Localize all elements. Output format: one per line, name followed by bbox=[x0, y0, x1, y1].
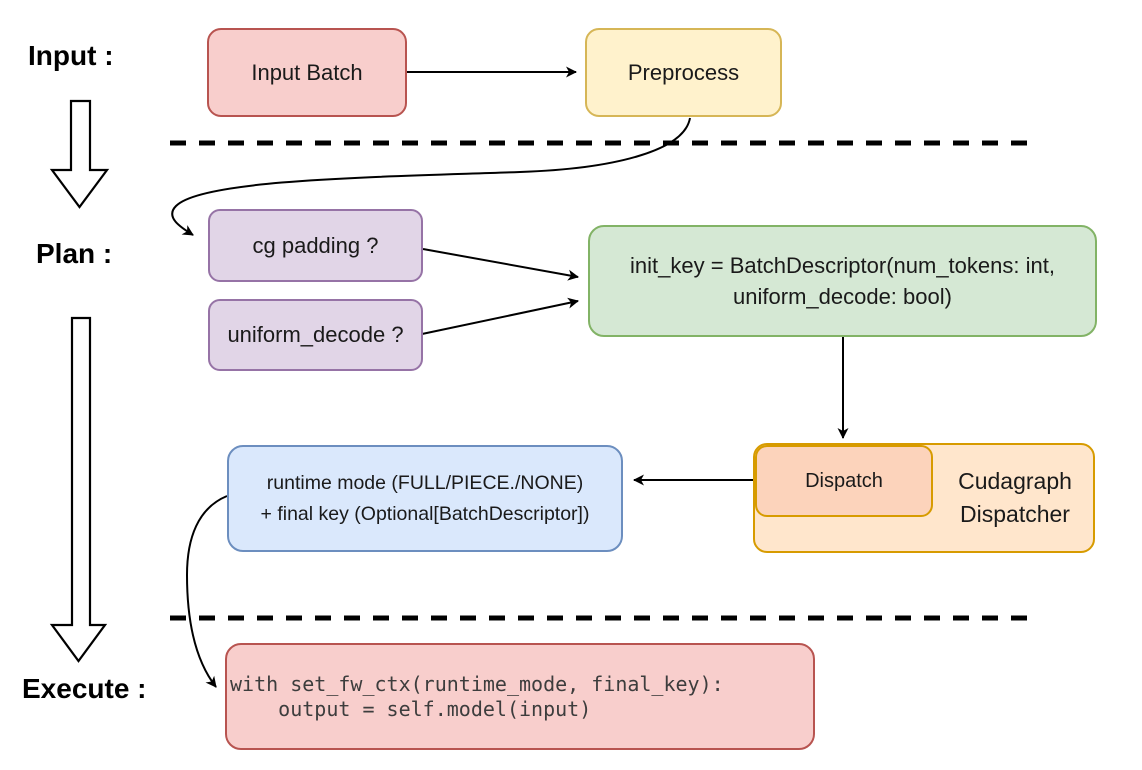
node-cudagraph-dispatcher-line1: Cudagraph bbox=[958, 468, 1072, 494]
node-dispatch: Dispatch bbox=[755, 445, 933, 517]
node-init-key-line2: uniform_decode: bool) bbox=[733, 284, 952, 309]
connector-cg-padding-to-init-key bbox=[422, 248, 579, 281]
stage-arrow-input-to-plan-icon bbox=[49, 99, 110, 209]
node-cudagraph-dispatcher-label: Cudagraph Dispatcher bbox=[933, 443, 1097, 553]
node-execute-code-line1: with set_fw_ctx(runtime_mode, final_key)… bbox=[230, 671, 724, 696]
stage-arrow-plan-to-execute-icon bbox=[49, 316, 108, 663]
node-uniform-decode-label: uniform_decode ? bbox=[227, 322, 404, 348]
node-cudagraph-dispatcher-line2: Dispatcher bbox=[960, 501, 1070, 527]
node-input-batch: Input Batch bbox=[207, 28, 407, 117]
node-dispatch-label: Dispatch bbox=[805, 469, 883, 492]
node-execute-code: with set_fw_ctx(runtime_mode, final_key)… bbox=[225, 643, 815, 750]
node-init-key: init_key = BatchDescriptor(num_tokens: i… bbox=[588, 225, 1097, 337]
node-preprocess: Preprocess bbox=[585, 28, 782, 117]
node-cg-padding: cg padding ? bbox=[208, 209, 423, 282]
node-runtime-mode-line1: runtime mode (FULL/PIECE./NONE) bbox=[266, 471, 584, 494]
node-cg-padding-label: cg padding ? bbox=[252, 232, 379, 258]
stage-label-input: Input : bbox=[28, 40, 114, 71]
connector-runtime-mode-to-execute-code bbox=[185, 495, 228, 688]
node-preprocess-label: Preprocess bbox=[627, 59, 740, 85]
node-runtime-mode: runtime mode (FULL/PIECE./NONE) + final … bbox=[227, 445, 623, 552]
stage-label-plan: Plan : bbox=[36, 238, 113, 269]
node-input-batch-label: Input Batch bbox=[251, 59, 363, 85]
node-execute-code-line2: output = self.model(input) bbox=[230, 696, 592, 721]
connector-uniform-decode-to-init-key bbox=[421, 297, 579, 335]
node-runtime-mode-line2: + final key (Optional[BatchDescriptor]) bbox=[260, 502, 590, 525]
stage-label-execute: Execute : bbox=[22, 673, 147, 704]
node-uniform-decode: uniform_decode ? bbox=[208, 299, 423, 371]
node-init-key-line1: init_key = BatchDescriptor(num_tokens: i… bbox=[630, 253, 1055, 278]
